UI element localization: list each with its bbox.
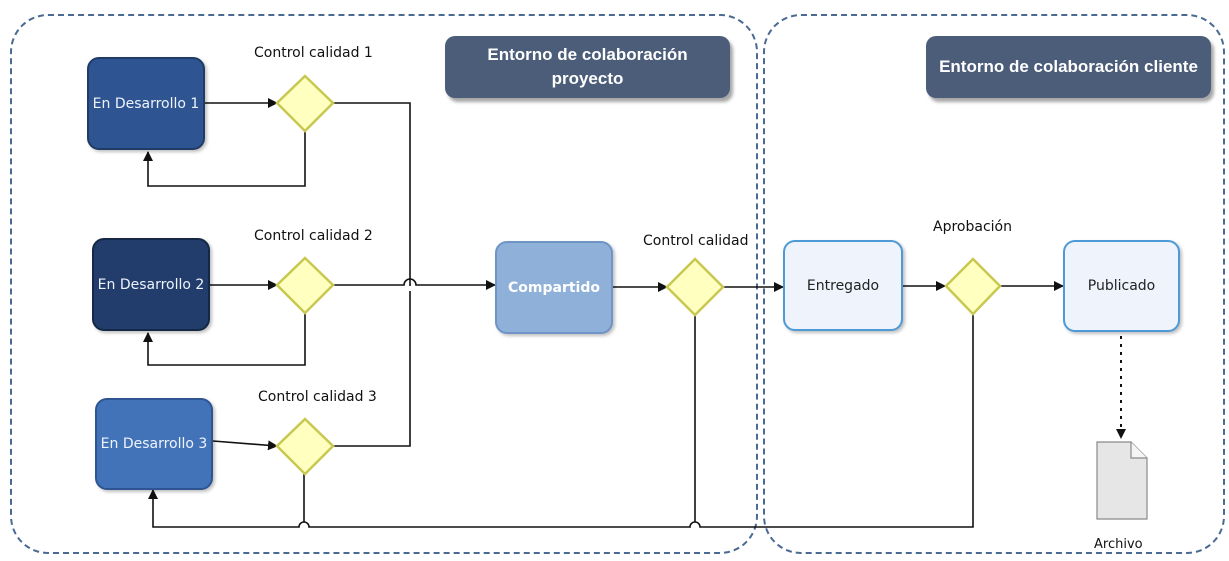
- edge-dev3-qc3: [212, 440, 278, 451]
- node-compartido[interactable]: Compartido: [495, 241, 613, 334]
- zone-project: [10, 14, 758, 554]
- edge-qc1-merge: [333, 102, 411, 286]
- node-en-desarrollo-3[interactable]: En Desarrollo 3: [95, 398, 213, 490]
- edge-qc2-dev2: [143, 313, 306, 366]
- label-control-calidad: Control calidad: [643, 233, 749, 249]
- gateway-qc: [665, 257, 725, 317]
- zone-project-title: Entorno de colaboración proyecto: [445, 36, 730, 98]
- edge-qc3-merge: [333, 291, 411, 447]
- edge-qc1-dev1: [143, 131, 306, 187]
- gateway-qc2: [275, 256, 335, 315]
- gateway-qc3: [275, 417, 335, 476]
- node-publicado[interactable]: Publicado: [1063, 240, 1180, 332]
- node-en-desarrollo-1[interactable]: En Desarrollo 1: [87, 57, 205, 150]
- label-control-calidad-1: Control calidad 1: [254, 45, 373, 61]
- document-icon: [1096, 441, 1148, 520]
- zone-client-title: Entorno de colaboración cliente: [926, 36, 1211, 98]
- edge-return-dev3: [148, 314, 974, 528]
- gateway-qc1: [275, 74, 335, 133]
- label-aprobacion: Aprobación: [933, 219, 1012, 235]
- node-en-desarrollo-2[interactable]: En Desarrollo 2: [92, 238, 210, 331]
- label-control-calidad-3: Control calidad 3: [258, 389, 377, 405]
- edge-qc2-shared: [333, 278, 496, 290]
- zone-client: [763, 14, 1225, 554]
- gateway-approval: [944, 257, 1002, 316]
- node-entregado[interactable]: Entregado: [783, 240, 903, 331]
- label-control-calidad-2: Control calidad 2: [254, 228, 373, 244]
- label-archivo: Archivo: [1094, 537, 1143, 552]
